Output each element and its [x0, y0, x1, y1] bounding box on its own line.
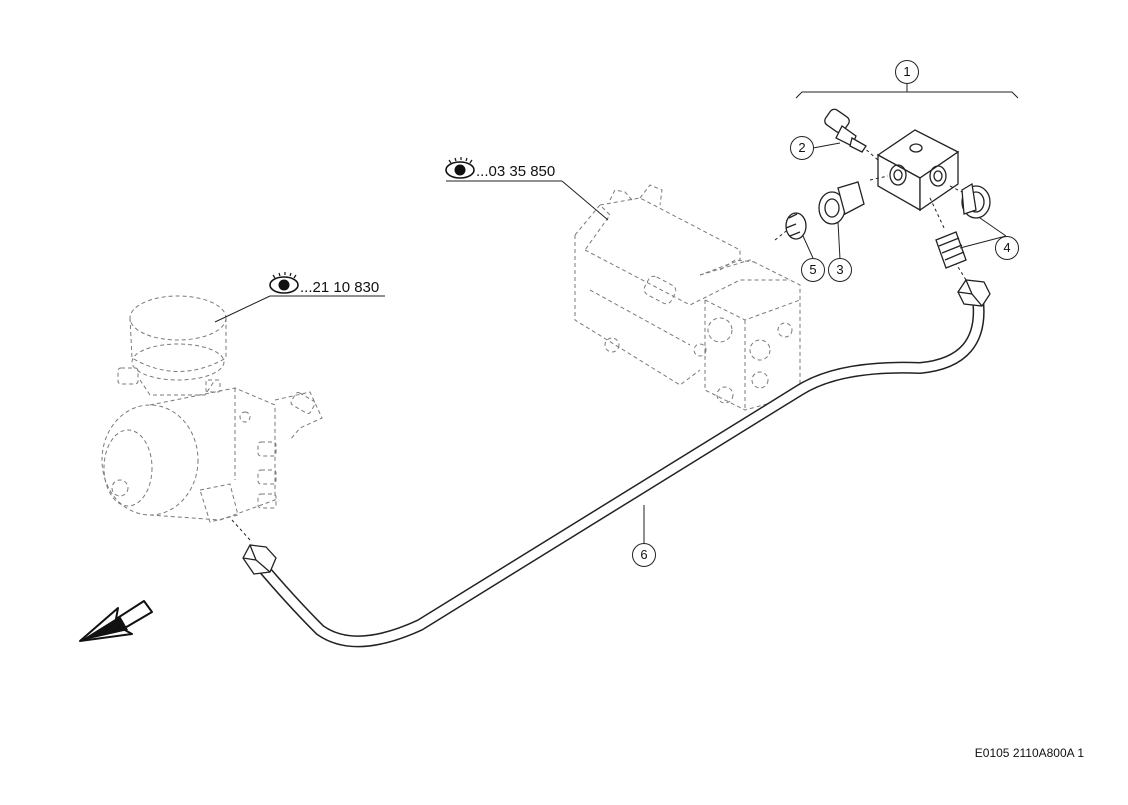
callout-leaders: [643, 82, 1019, 544]
reference-leaders: [214, 180, 609, 323]
callout-1: 1: [895, 60, 919, 84]
direction-arrow-icon: [79, 600, 153, 642]
fitting-item-5: [785, 212, 807, 240]
junction-block: [774, 129, 963, 241]
callout-6: 6: [632, 543, 656, 567]
hydraulic-pipe: [231, 261, 991, 648]
fitting-item-4b: [935, 231, 967, 269]
callout-5: 5: [801, 258, 825, 282]
drawing-code: E0105 2110A800A 1: [974, 746, 1084, 760]
accumulator-valve-assembly: [101, 295, 323, 523]
callout-2: 2: [790, 136, 814, 160]
callout-4: 4: [995, 236, 1019, 260]
pump-assembly: [574, 184, 801, 411]
eye-icon: [445, 157, 475, 179]
fitting-item-4a: [961, 182, 991, 219]
reference-label-valve: ...21 10 830: [300, 279, 380, 296]
eye-icon: [269, 272, 299, 294]
fitting-item-3: [818, 181, 865, 225]
callout-3: 3: [828, 258, 852, 282]
fitting-item-2: [824, 108, 867, 153]
reference-label-pump: ...03 35 850: [476, 163, 556, 180]
